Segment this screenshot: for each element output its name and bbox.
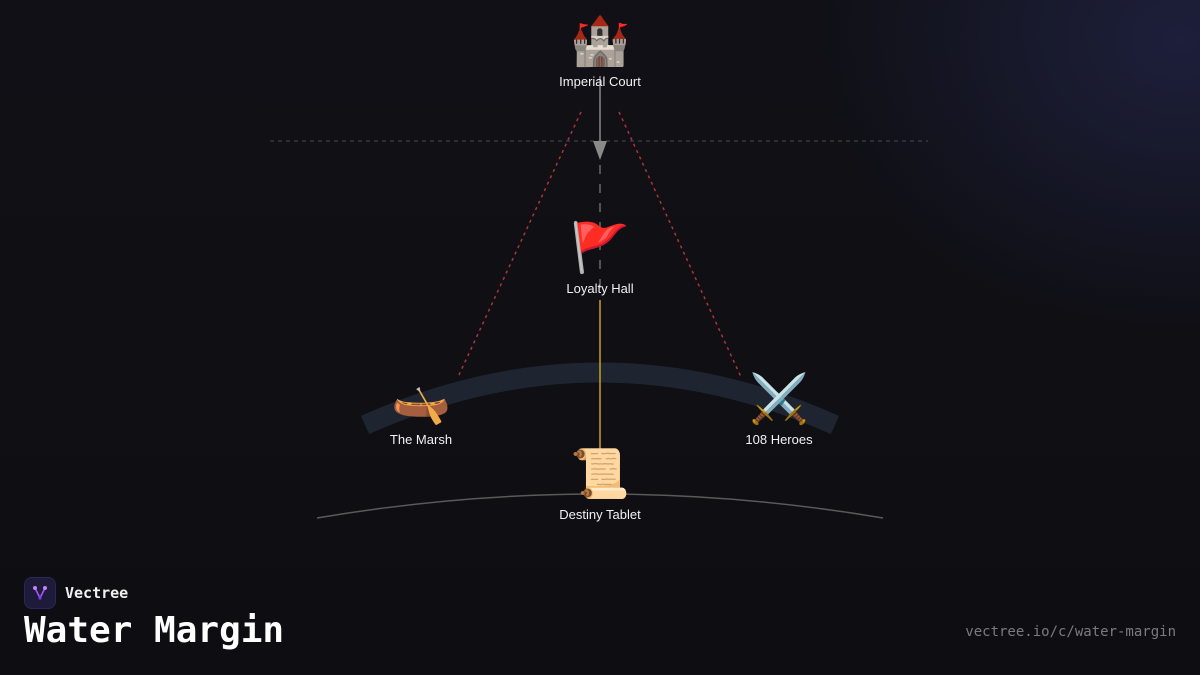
scroll-icon: 📜 <box>570 446 630 502</box>
node-label: Loyalty Hall <box>566 281 634 296</box>
page-url[interactable]: vectree.io/c/water-margin <box>965 624 1176 640</box>
node-destiny-tablet[interactable]: 📜 Destiny Tablet <box>520 445 680 522</box>
node-108-heroes[interactable]: ⚔️ 108 Heroes <box>699 370 859 447</box>
page-title: Water Margin <box>24 610 285 651</box>
node-label: The Marsh <box>389 432 453 447</box>
castle-icon: 🏰 <box>570 13 630 69</box>
tablet-arc <box>316 493 884 519</box>
node-label: Imperial Court <box>559 74 641 89</box>
canoe-icon: 🛶 <box>391 371 451 427</box>
crossed-swords-icon: ⚔️ <box>749 371 809 427</box>
arrowhead-down <box>593 141 607 160</box>
node-imperial-court[interactable]: 🏰 Imperial Court <box>520 12 680 89</box>
node-the-marsh[interactable]: 🛶 The Marsh <box>341 370 501 447</box>
node-loyalty-hall[interactable]: 🚩 Loyalty Hall <box>520 219 680 296</box>
red-flag-icon: 🚩 <box>570 220 630 276</box>
vectree-logo-icon <box>24 577 56 609</box>
node-label: Destiny Tablet <box>559 507 641 522</box>
node-label: 108 Heroes <box>745 432 813 447</box>
brand[interactable]: Vectree <box>24 577 128 609</box>
brand-name: Vectree <box>65 584 129 602</box>
